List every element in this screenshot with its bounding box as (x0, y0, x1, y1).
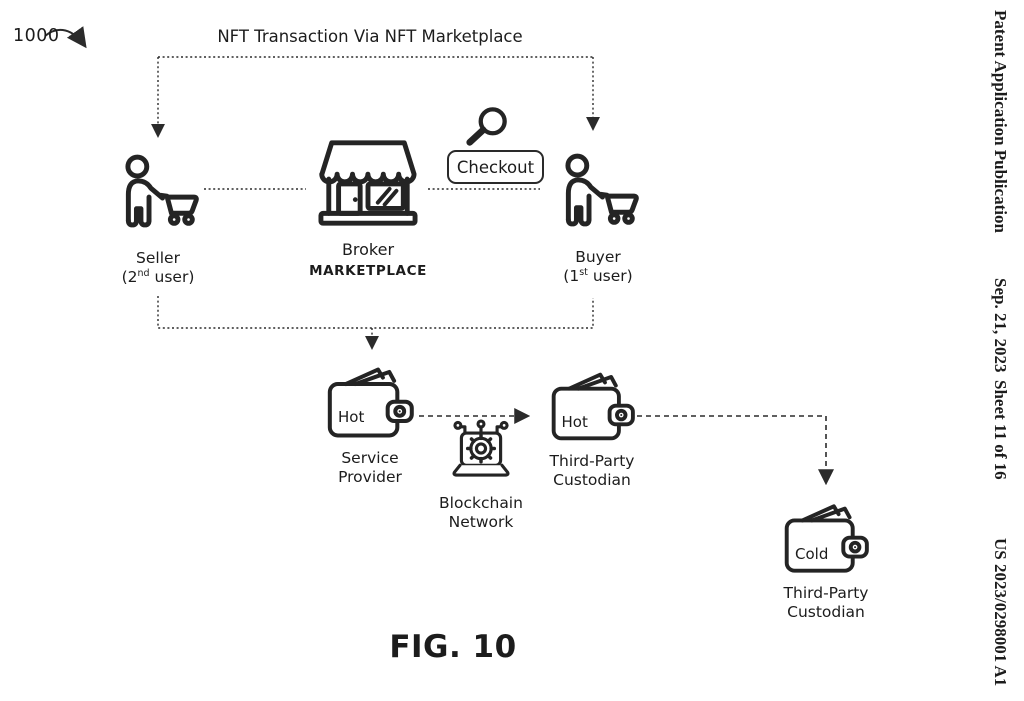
margin-date-text: Sep. 21, 2023 (991, 278, 1010, 373)
wallet-type-label: Cold (795, 545, 829, 563)
blockchain-label-1: Blockchain (439, 494, 523, 512)
hot-wallet-icon: Hot (549, 368, 636, 445)
broker-node: Broker MARKETPLACE (298, 132, 438, 279)
arrow-hot-to-cold-custodian (637, 415, 834, 486)
service-provider-node: Hot Service Provider (322, 363, 418, 487)
hot-custodian-label-1: Third-Party (549, 452, 635, 470)
service-provider-label-2: Provider (338, 467, 402, 486)
diagram-title: NFT Transaction Via NFT Marketplace (217, 27, 523, 46)
cold-custodian-label-1: Third-Party (783, 584, 869, 602)
broker-label: Broker (341, 240, 395, 259)
buyer-person-cart-icon (553, 153, 643, 241)
margin-publication-text: Patent Application Publication (991, 10, 1010, 233)
checkout-button: Checkout (447, 150, 544, 184)
seller-node: Seller (2nd user) (106, 154, 210, 287)
buyer-node: Buyer (1st user) (546, 153, 650, 286)
buyer-sublabel: (1st user) (563, 266, 633, 286)
margin-doc-number-text: US 2023/0298001 A1 (991, 538, 1010, 687)
settlement-bracket (157, 296, 594, 329)
magnifier-icon (460, 106, 512, 150)
cold-custodian-label-2: Custodian (787, 602, 865, 621)
seller-sublabel: (2nd user) (121, 267, 195, 287)
service-provider-label-1: Service (341, 449, 399, 467)
margin-sheet-text: Sheet 11 of 16 (991, 380, 1010, 480)
seller-label: Seller (136, 249, 180, 267)
seller-person-cart-icon (113, 154, 203, 242)
cold-wallet-icon: Cold (782, 500, 870, 577)
buyer-label: Buyer (575, 248, 621, 266)
blockchain-laptop-gear-icon (446, 419, 516, 485)
hot-wallet-icon: Hot (325, 363, 415, 442)
blockchain-network-node: Blockchain Network (435, 419, 527, 532)
wallet-type-label: Hot (561, 413, 588, 431)
figure-caption: FIG. 10 (389, 629, 517, 665)
blockchain-label-2: Network (448, 512, 514, 531)
hot-custodian-label-2: Custodian (553, 470, 631, 489)
storefront-icon (309, 132, 427, 232)
figure-reference-number: 1000 (13, 26, 60, 46)
hot-custodian-node: Hot Third-Party Custodian (546, 368, 638, 490)
marketplace-label: MARKETPLACE (309, 262, 427, 279)
wallet-type-label: Hot (338, 408, 365, 426)
cold-custodian-node: Cold Third-Party Custodian (780, 500, 872, 622)
